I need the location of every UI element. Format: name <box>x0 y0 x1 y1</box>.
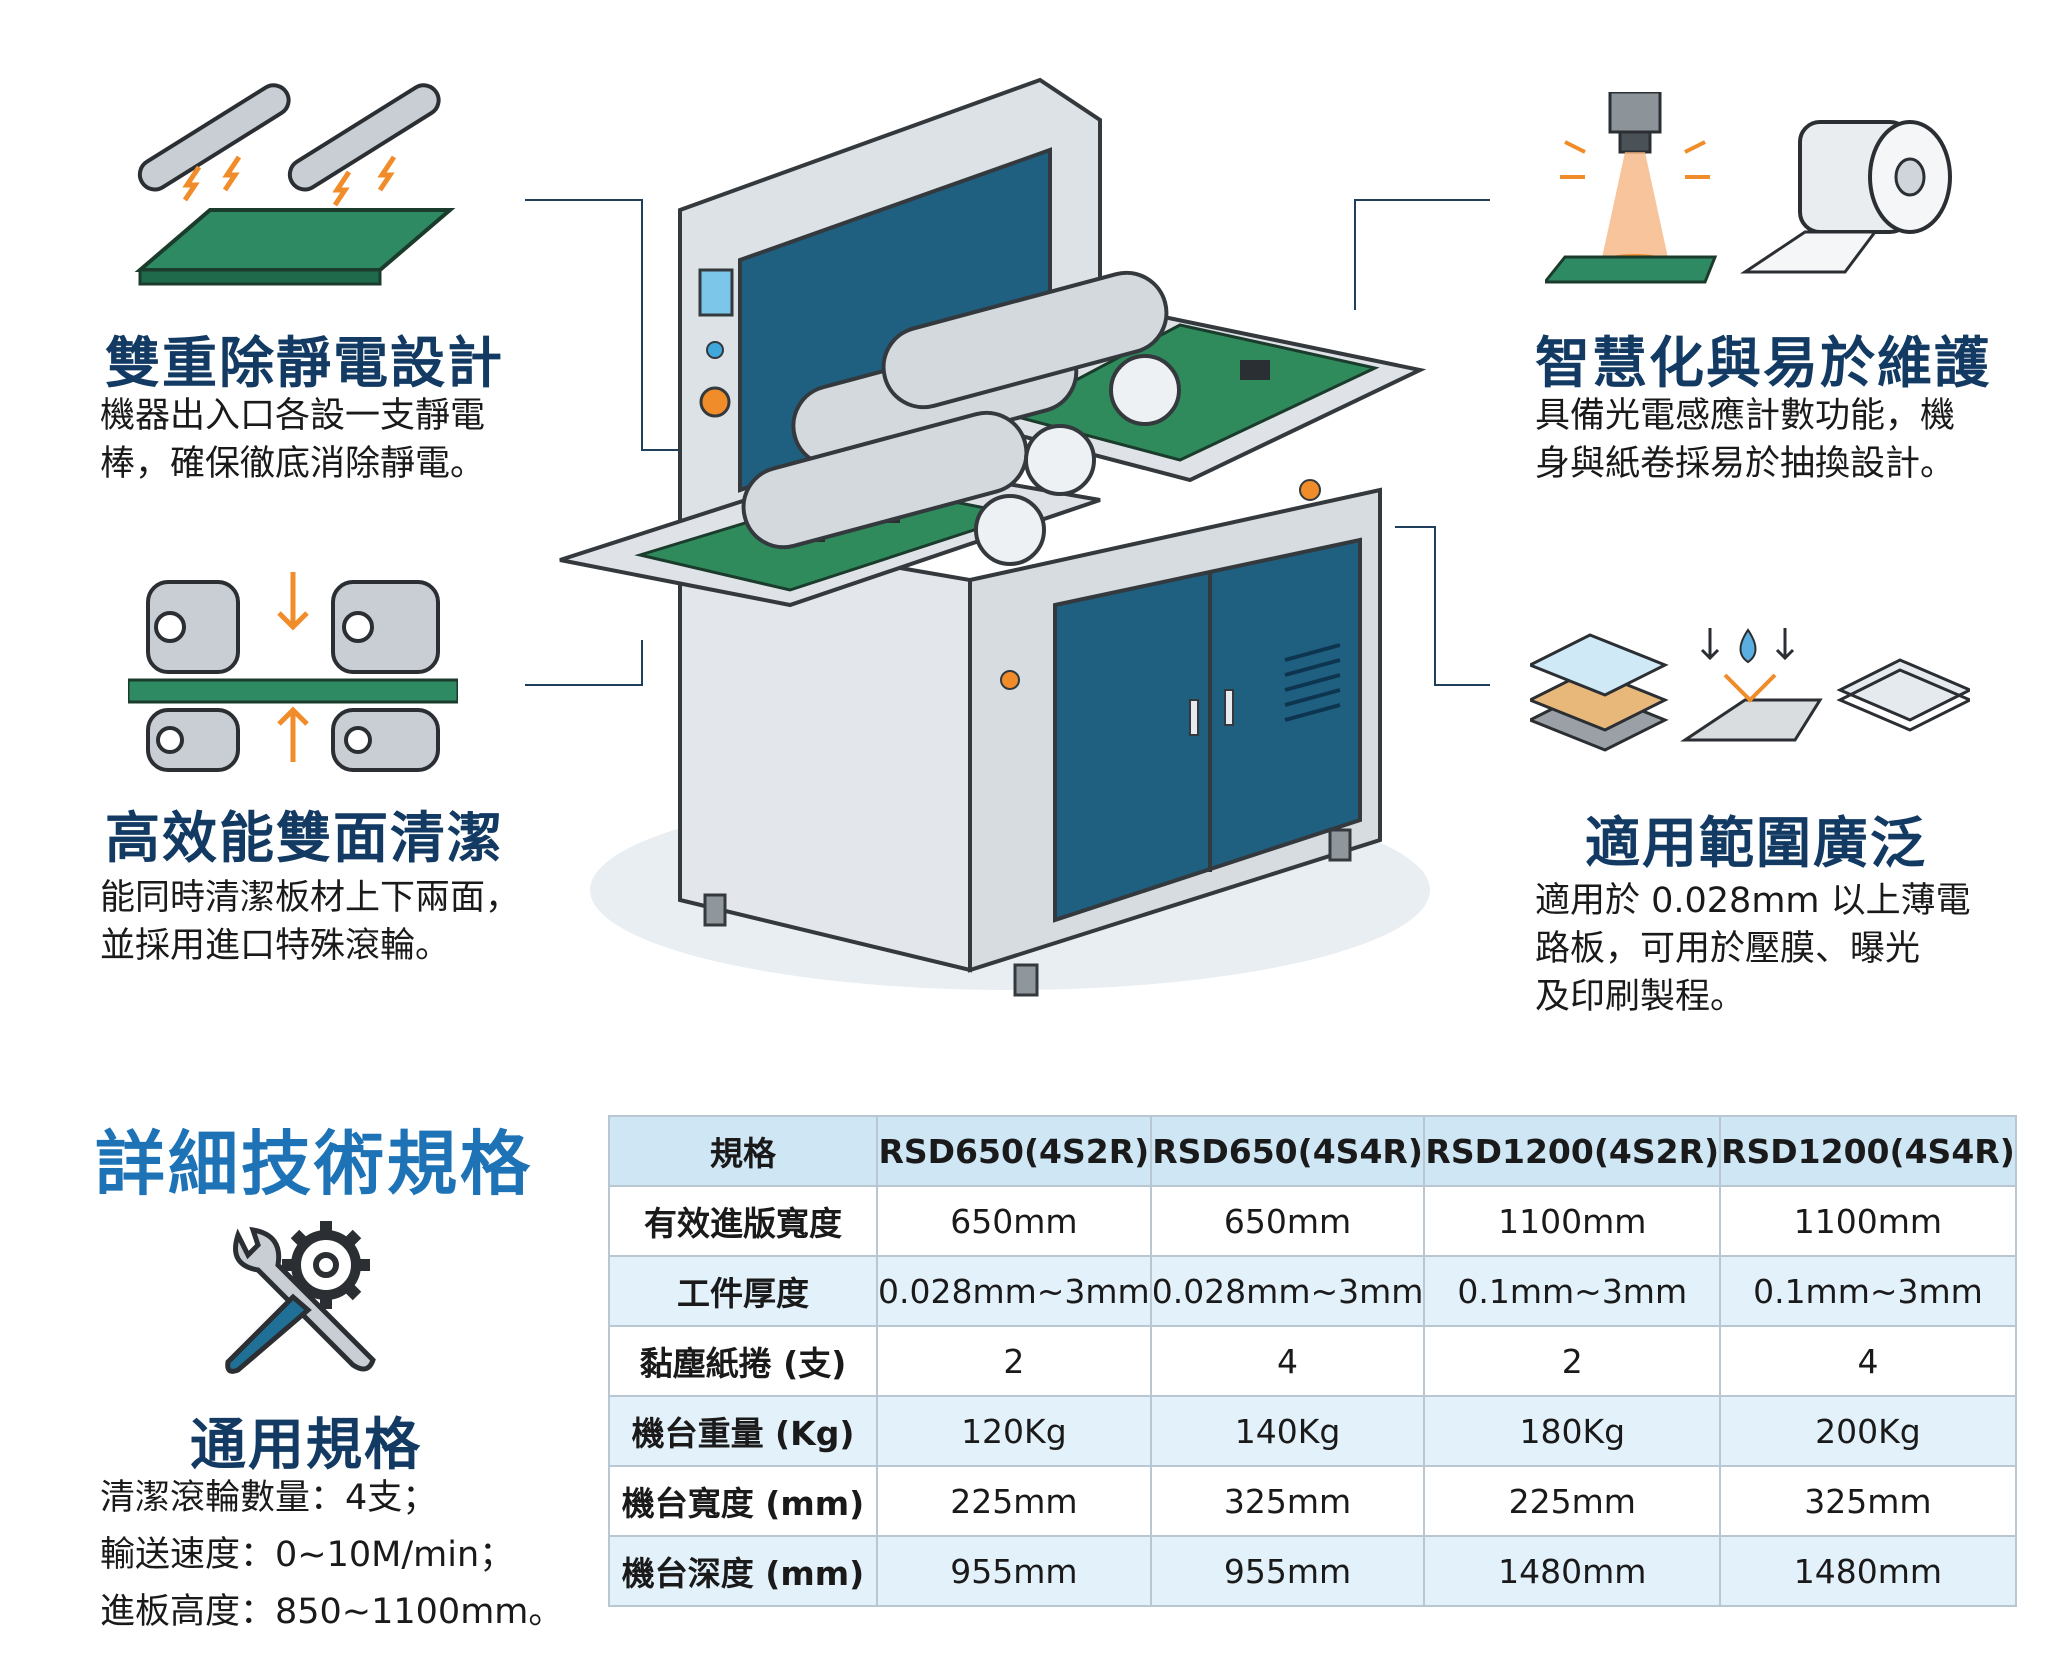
table-cell: 955mm <box>1149 1535 1426 1607</box>
table-cell: 1480mm <box>1423 1535 1722 1607</box>
header-cell: 規格 <box>608 1115 878 1187</box>
header-cell: RSD650(4S4R) <box>1149 1115 1426 1187</box>
spec-table-header-row: 規格 RSD650(4S2R) RSD650(4S4R) RSD1200(4S2… <box>608 1115 2017 1187</box>
table-cell: 200Kg <box>1719 1395 2017 1467</box>
feature-desc-line: 適用於 0.028mm 以上薄電 <box>1535 881 1971 921</box>
table-cell: 1100mm <box>1423 1185 1722 1257</box>
feature-title: 智慧化與易於維護 <box>1535 331 1992 395</box>
sensor-roll-icon <box>1545 92 1965 292</box>
general-specs-list: 清潔滾輪數量：4支； 輸送速度：0~10M/min； 進板高度：850~1100… <box>100 1470 563 1641</box>
cleaning-machine-illustration <box>540 60 1500 1024</box>
layers-icon <box>1530 620 1970 755</box>
feature-title: 適用範圍廣泛 <box>1585 811 1928 875</box>
table-row: 工件厚度 0.028mm~3mm 0.028mm~3mm 0.1mm~3mm 0… <box>608 1255 2017 1327</box>
table-cell: 4 <box>1719 1325 2017 1397</box>
table-cell: 650mm <box>876 1185 1152 1257</box>
feature-desc-line: 棒，確保徹底消除靜電。 <box>100 444 486 484</box>
table-cell: 955mm <box>876 1535 1152 1607</box>
table-row: 黏塵紙捲 (支) 2 4 2 4 <box>608 1325 2017 1397</box>
feature-description: 適用於 0.028mm 以上薄電 路板，可用於壓膜、曝光 及印刷製程。 <box>1535 877 1971 1021</box>
row-header: 機台深度 (mm) <box>608 1535 878 1607</box>
general-spec-line: 輸送速度：0~10M/min； <box>100 1535 515 1575</box>
table-row: 機台寬度 (mm) 225mm 325mm 225mm 325mm <box>608 1465 2017 1537</box>
feature-description: 具備光電感應計數功能，機 身與紙卷採易於抽換設計。 <box>1535 392 1955 488</box>
table-cell: 1100mm <box>1719 1185 2017 1257</box>
table-cell: 0.1mm~3mm <box>1719 1255 2017 1327</box>
table-cell: 2 <box>876 1325 1152 1397</box>
feature-desc-line: 機器出入口各設一支靜電 <box>100 396 486 436</box>
table-cell: 140Kg <box>1149 1395 1426 1467</box>
feature-desc-line: 身與紙卷採易於抽換設計。 <box>1535 444 1956 484</box>
header-cell: RSD650(4S2R) <box>876 1115 1152 1187</box>
table-row: 機台深度 (mm) 955mm 955mm 1480mm 1480mm <box>608 1535 2017 1607</box>
row-header: 機台寬度 (mm) <box>608 1465 878 1537</box>
double-roller-icon <box>128 562 458 772</box>
feature-desc-line: 及印刷製程。 <box>1535 977 1746 1017</box>
row-header: 工件厚度 <box>608 1255 878 1327</box>
table-cell: 325mm <box>1149 1465 1426 1537</box>
table-cell: 325mm <box>1719 1465 2017 1537</box>
table-cell: 0.1mm~3mm <box>1423 1255 1722 1327</box>
general-spec-line: 清潔滾輪數量：4支； <box>100 1478 438 1518</box>
feature-desc-line: 能同時清潔板材上下兩面， <box>100 878 521 918</box>
feature-title: 高效能雙面清潔 <box>105 806 505 870</box>
feature-desc-line: 並採用進口特殊滾輪。 <box>100 926 451 966</box>
row-header: 黏塵紙捲 (支) <box>608 1325 878 1397</box>
header-cell: RSD1200(4S4R) <box>1719 1115 2017 1187</box>
table-cell: 0.028mm~3mm <box>876 1255 1152 1327</box>
row-header: 機台重量 (Kg) <box>608 1395 878 1467</box>
table-cell: 225mm <box>1423 1465 1722 1537</box>
static-bars-icon <box>130 80 470 290</box>
table-cell: 2 <box>1423 1325 1722 1397</box>
feature-desc-line: 具備光電感應計數功能，機 <box>1535 396 1956 436</box>
table-cell: 650mm <box>1149 1185 1426 1257</box>
specs-title: 詳細技術規格 <box>95 1123 533 1205</box>
general-specs-title: 通用規格 <box>190 1413 422 1478</box>
general-spec-line: 進板高度：850~1100mm。 <box>100 1592 564 1632</box>
table-cell: 0.028mm~3mm <box>1149 1255 1426 1327</box>
table-cell: 4 <box>1149 1325 1426 1397</box>
table-row: 有效進版寬度 650mm 650mm 1100mm 1100mm <box>608 1185 2017 1257</box>
feature-description: 能同時清潔板材上下兩面， 並採用進口特殊滾輪。 <box>100 874 520 970</box>
feature-desc-line: 路板，可用於壓膜、曝光 <box>1535 929 1921 969</box>
feature-title: 雙重除靜電設計 <box>105 331 505 395</box>
wrench-gear-icon <box>218 1215 388 1385</box>
table-cell: 180Kg <box>1423 1395 1722 1467</box>
row-header: 有效進版寬度 <box>608 1185 878 1257</box>
spec-table: 規格 RSD650(4S2R) RSD650(4S4R) RSD1200(4S2… <box>608 1115 2017 1607</box>
table-row: 機台重量 (Kg) 120Kg 140Kg 180Kg 200Kg <box>608 1395 2017 1467</box>
feature-description: 機器出入口各設一支靜電 棒，確保徹底消除靜電。 <box>100 392 485 488</box>
table-cell: 1480mm <box>1719 1535 2017 1607</box>
connector-lines <box>525 199 1490 686</box>
header-cell: RSD1200(4S2R) <box>1423 1115 1722 1187</box>
table-cell: 120Kg <box>876 1395 1152 1467</box>
table-cell: 225mm <box>876 1465 1152 1537</box>
